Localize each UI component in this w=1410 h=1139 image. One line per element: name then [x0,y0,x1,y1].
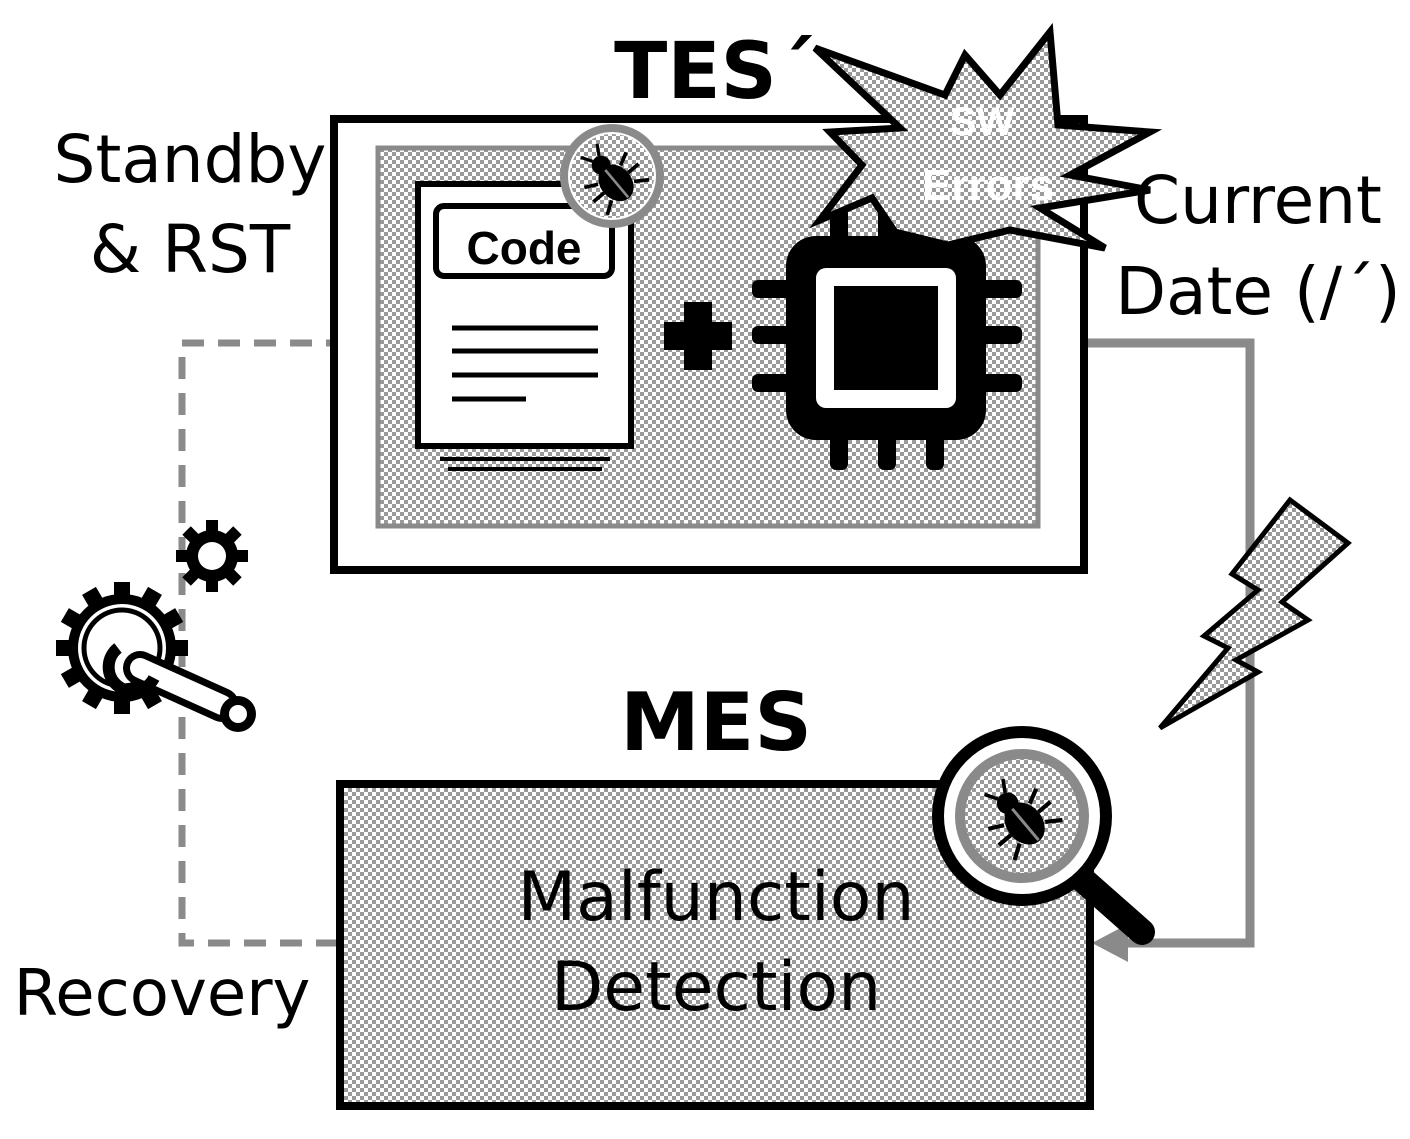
mes-label-line2: Detection [551,948,881,1027]
standby-label-line1: Standby [54,121,327,198]
sw-errors-line1: SW [950,100,1015,144]
gear-wrench-icon [56,520,256,732]
current-date-label-line2: Date (/´) [1115,253,1400,330]
sw-error-burst-icon: SW Errors [809,22,1163,252]
standby-label-line2: & RST [90,211,291,288]
recovery-label: Recovery [14,957,311,1031]
current-date-arrowhead [1092,924,1128,962]
plus-icon [664,302,732,370]
bug-icon [560,124,664,228]
magnifier-icon [932,726,1155,945]
lightning-icon [1158,496,1352,731]
document-icon [415,181,634,471]
current-date-label-line1: Current [1134,162,1382,239]
sw-errors-line2: Errors [922,161,1054,210]
recovery-feedback-path [178,339,370,947]
mes-label-line1: Malfunction [517,858,914,937]
tes-title: TES´ [614,27,816,117]
code-label: Code [467,222,582,274]
mes-title: MES [620,676,812,769]
